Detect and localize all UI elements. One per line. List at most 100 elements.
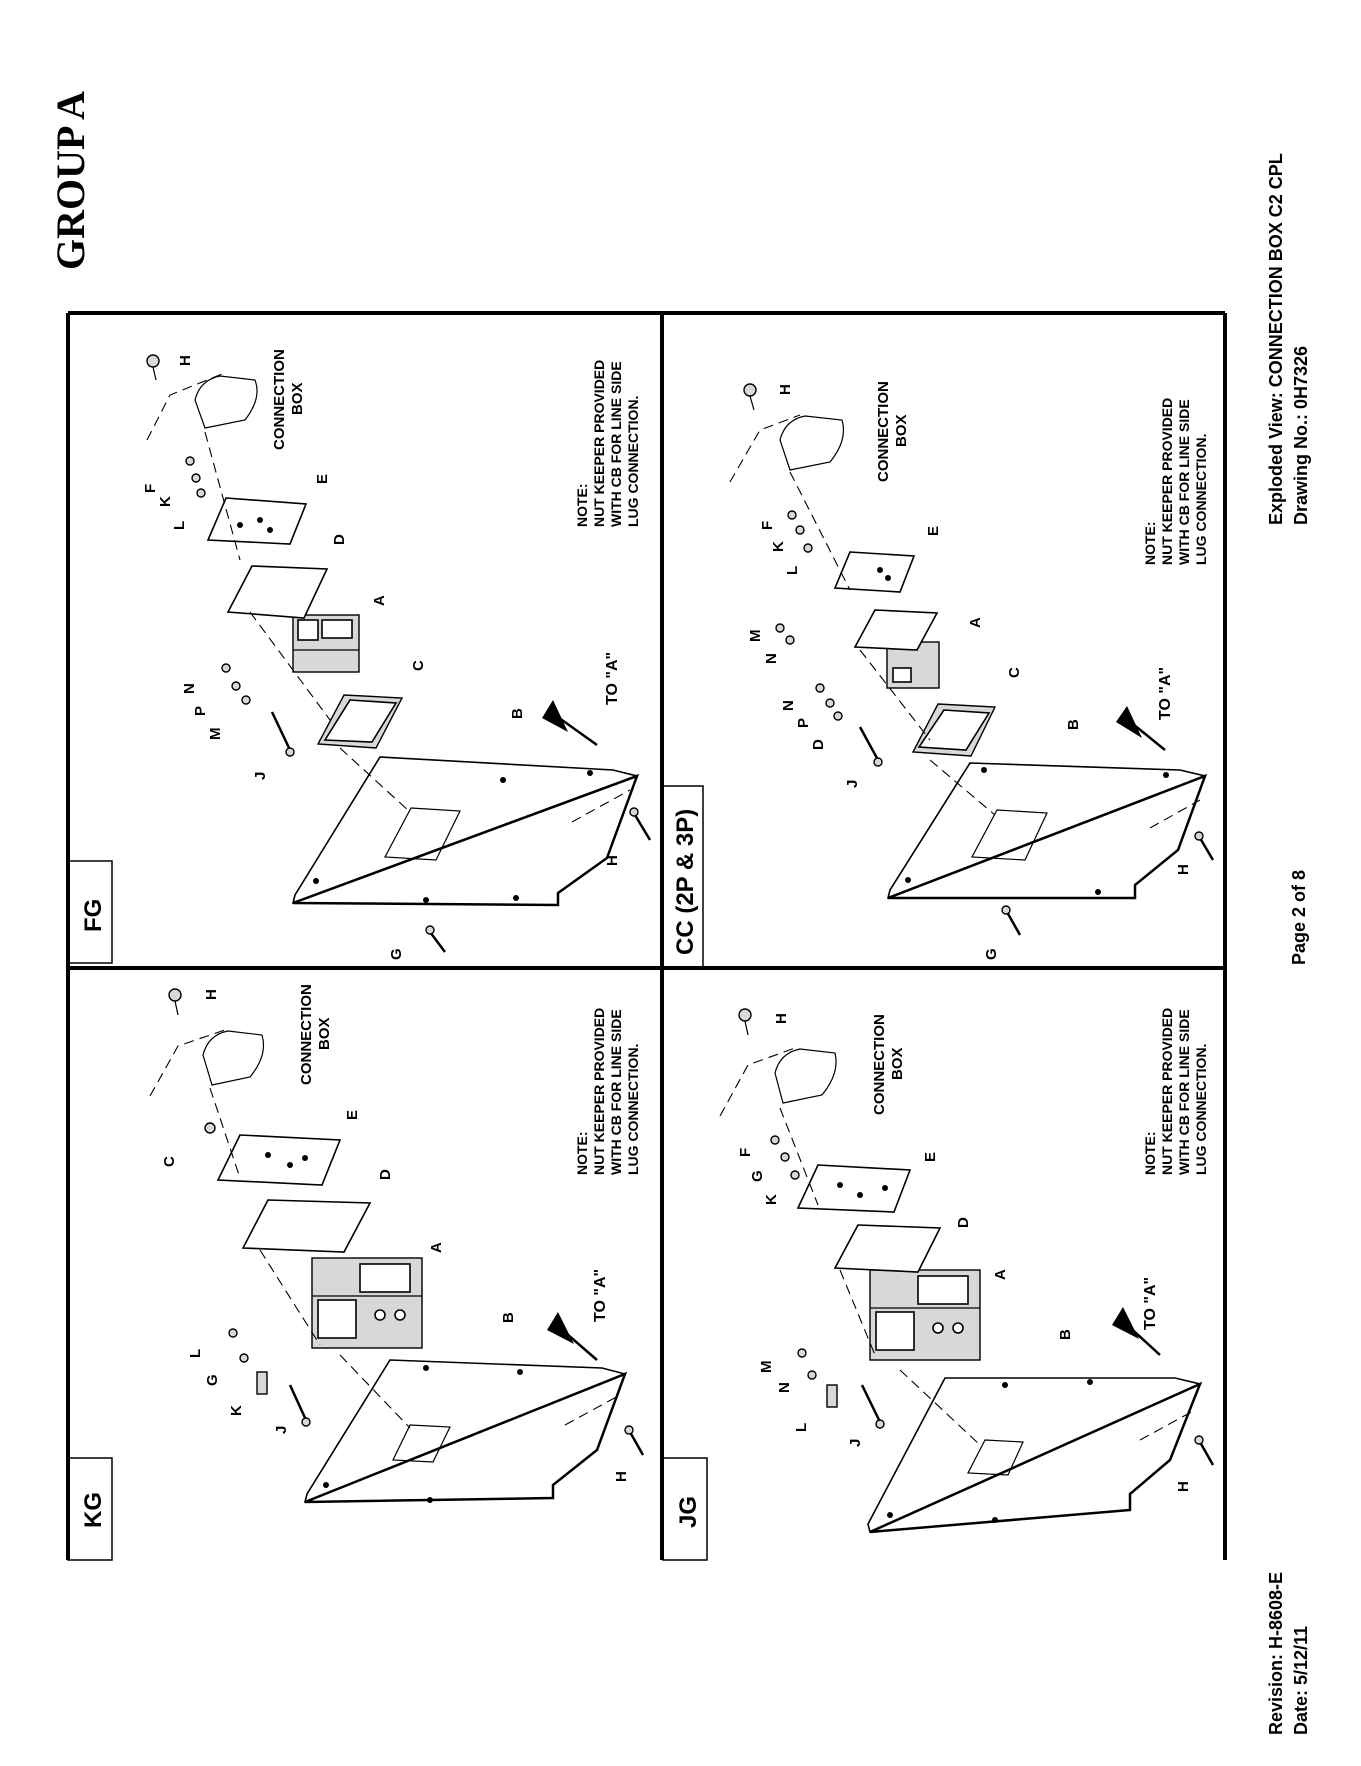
kg-label-b: B	[500, 1312, 517, 1323]
panel-kg: KG TO "A"	[67, 984, 645, 1561]
jg-note: NOTE: NUT KEEPER PROVIDED WITH CB FOR LI…	[1142, 1008, 1209, 1175]
fg-label-f: F	[142, 484, 159, 493]
kg-back-plate	[303, 1359, 627, 1503]
panel-jg: JG	[662, 1008, 1215, 1561]
page-number: Page 2 of 8	[1289, 870, 1309, 965]
panel-kg-name: KG	[80, 1492, 107, 1528]
cc-label-p: P	[795, 718, 812, 728]
svg-text:LUG CONNECTION.: LUG CONNECTION.	[1193, 434, 1209, 565]
panel-cc: CC (2P & 3P) TO "A" H	[662, 381, 1215, 969]
fg-note: NOTE: NUT KEEPER PROVIDED WITH CB FOR LI…	[574, 360, 641, 527]
svg-text:NOTE:: NOTE:	[574, 483, 590, 527]
jg-label-a: A	[992, 1269, 1009, 1280]
exploded-view-title: Exploded View: CONNECTION BOX C2 CPL	[1266, 153, 1286, 525]
cc-box-label: BOX	[893, 414, 910, 447]
jg-label-h-bot: H	[1175, 1481, 1192, 1492]
fg-label-e: E	[314, 474, 331, 484]
jg-screw-h-icon	[1194, 1435, 1215, 1466]
cc-label-c: C	[1006, 667, 1023, 678]
svg-text:LUG CONNECTION.: LUG CONNECTION.	[625, 396, 641, 527]
fg-label-h-top: H	[177, 355, 194, 366]
cc-plate	[833, 551, 916, 593]
cc-screw-h-icon	[1194, 831, 1215, 861]
fg-bolt-h-icon	[146, 354, 160, 381]
kg-label-g: G	[204, 1374, 221, 1386]
jg-label-e: E	[922, 1152, 939, 1162]
jg-bolt-j-icon	[860, 1384, 885, 1429]
kg-to-a-arrow-icon	[547, 1312, 598, 1361]
svg-text:NOTE:: NOTE:	[1142, 521, 1158, 565]
jg-label-f: F	[737, 1148, 754, 1157]
jg-bolt-h-icon	[738, 1008, 752, 1036]
kg-bolt-h-icon	[168, 988, 182, 1016]
fg-label-k: K	[157, 496, 174, 507]
fg-label-l: L	[171, 521, 188, 530]
jg-label-k: K	[763, 1194, 780, 1205]
kg-label-d: D	[377, 1169, 394, 1180]
jg-label-d: D	[955, 1217, 972, 1228]
cc-insulator	[853, 609, 939, 651]
fg-label-h-bot: H	[604, 855, 621, 866]
svg-text:LUG CONNECTION.: LUG CONNECTION.	[625, 1044, 641, 1175]
jg-connection-label: CONNECTION	[871, 1014, 888, 1115]
jg-insulator	[833, 1224, 942, 1273]
fg-insulator	[226, 565, 329, 619]
cc-bolt-h-icon	[743, 383, 757, 411]
jg-back-plate	[867, 1377, 1202, 1533]
cc-back-plate	[886, 762, 1207, 899]
svg-text:WITH CB FOR LINE SIDE: WITH CB FOR LINE SIDE	[1176, 399, 1192, 565]
kg-label-a: A	[428, 1242, 445, 1253]
jg-connection-box	[774, 1048, 837, 1104]
jg-breaker	[869, 1269, 981, 1361]
drawing-number: Drawing No.: 0H7326	[1291, 346, 1311, 525]
svg-text:NUT KEEPER PROVIDED: NUT KEEPER PROVIDED	[591, 1008, 607, 1175]
fg-label-p: P	[192, 706, 209, 716]
kg-insulator	[241, 1199, 372, 1253]
cc-note: NOTE: NUT KEEPER PROVIDED WITH CB FOR LI…	[1142, 398, 1209, 565]
kg-washer-c-icon	[204, 1122, 216, 1134]
cc-label-n1: N	[763, 653, 780, 664]
svg-text:WITH CB FOR LINE SIDE: WITH CB FOR LINE SIDE	[608, 361, 624, 527]
cc-connection-box	[779, 415, 845, 471]
kg-label-c: C	[161, 1156, 178, 1167]
jg-label-l: L	[793, 1423, 810, 1432]
revision-label: Revision: H-8608-E	[1266, 1572, 1286, 1735]
fg-label-a: A	[371, 595, 388, 606]
jg-screw-l-icon	[826, 1384, 838, 1408]
svg-text:WITH CB FOR LINE SIDE: WITH CB FOR LINE SIDE	[1176, 1009, 1192, 1175]
jg-label-j: J	[847, 1439, 864, 1447]
panel-fg: FG	[67, 349, 652, 964]
jg-label-h-top: H	[773, 1013, 790, 1024]
svg-text:NOTE:: NOTE:	[1142, 1131, 1158, 1175]
jg-label-g: G	[749, 1170, 766, 1182]
cc-label-g: G	[983, 948, 1000, 960]
kg-connection-label: CONNECTION	[298, 984, 315, 1085]
kg-plate	[216, 1134, 342, 1186]
cc-label-a: A	[967, 617, 984, 628]
fg-plate	[206, 497, 308, 545]
fg-to-a-arrow-icon	[542, 700, 598, 747]
svg-text:NUT KEEPER PROVIDED: NUT KEEPER PROVIDED	[591, 360, 607, 527]
jg-washers-icon	[797, 1348, 817, 1380]
group-title: GROUP A	[48, 91, 93, 270]
jg-label-b: B	[1057, 1329, 1074, 1340]
fg-washers-icon	[185, 456, 251, 705]
jg-to-a-arrow-icon	[1112, 1307, 1161, 1356]
cc-label-l: L	[784, 566, 801, 575]
kg-note: NOTE: NUT KEEPER PROVIDED WITH CB FOR LI…	[574, 1008, 641, 1175]
cc-label-f: F	[759, 521, 776, 530]
panel-jg-name: JG	[675, 1496, 702, 1528]
fg-connection-label: CONNECTION	[271, 349, 288, 450]
jg-label-m: M	[758, 1361, 775, 1374]
svg-text:NOTE:: NOTE:	[574, 1131, 590, 1175]
panel-cc-name: CC (2P & 3P)	[672, 809, 699, 955]
kg-label-e: E	[344, 1110, 361, 1120]
kg-label-j: J	[273, 1426, 290, 1434]
fg-screw-h-icon	[629, 807, 652, 841]
cc-bolt-j-icon	[858, 726, 883, 767]
cc-label-m: M	[747, 630, 764, 643]
kg-washers-icon	[228, 1328, 249, 1363]
cc-connection-label: CONNECTION	[875, 381, 892, 482]
kg-label-h-top: H	[203, 989, 220, 1000]
